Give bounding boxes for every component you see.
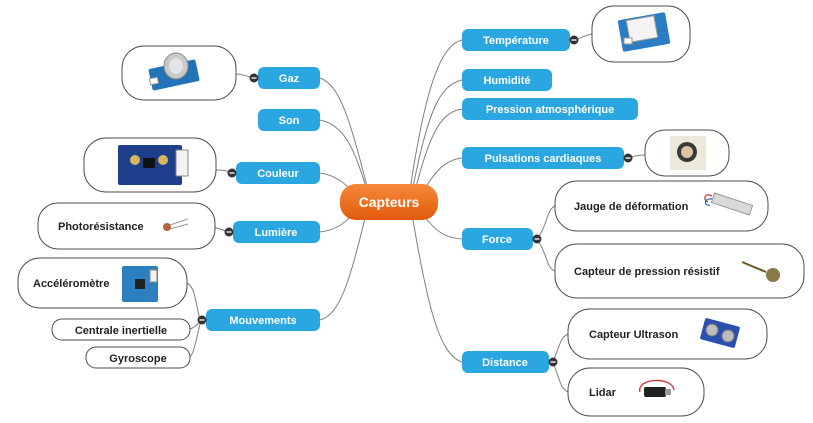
branch-temperature[interactable]: Température (462, 29, 570, 51)
sub-card-capteur-ultrason[interactable]: Capteur Ultrason (567, 308, 768, 360)
accelerometer-board-icon (122, 266, 158, 302)
collapse-toggle-gaz[interactable] (249, 73, 259, 83)
load-cell-icon (704, 192, 754, 216)
sub-card-accelerometre[interactable]: Accéléromètre (17, 257, 188, 309)
branch-label: Son (279, 115, 300, 127)
branch-pulsations-cardiaques[interactable]: Pulsations cardiaques (462, 147, 624, 169)
sub-item-label: Capteur Ultrason (589, 329, 679, 341)
central-label: Capteurs (359, 194, 420, 210)
branch-distance[interactable]: Distance (462, 351, 549, 373)
image-card-gaz[interactable] (121, 45, 237, 101)
branch-lumiere[interactable]: Lumière (233, 221, 320, 243)
branch-label: Lumière (255, 227, 298, 239)
temperature-humidity-sensor-board-icon (617, 12, 671, 52)
sub-item-label: Centrale inertielle (75, 325, 167, 337)
branch-label: Couleur (257, 168, 299, 180)
collapse-toggle-lumiere[interactable] (224, 227, 234, 237)
image-card-couleur[interactable] (83, 137, 217, 193)
ultrasonic-sensor-icon (700, 318, 740, 348)
force-sensitive-resistor-icon (741, 261, 780, 282)
sub-card-centrale-inertielle[interactable]: Centrale inertielle (51, 318, 191, 341)
branch-humidite[interactable]: Humidité (462, 69, 552, 91)
pulse-sensor-icon (670, 136, 706, 170)
branch-force[interactable]: Force (462, 228, 533, 250)
branch-mouvements[interactable]: Mouvements (206, 309, 320, 331)
sub-item-label: Lidar (589, 387, 617, 399)
branch-pression-atmospherique[interactable]: Pression atmosphérique (462, 98, 638, 120)
sub-card-capteur-pression-resistif[interactable]: Capteur de pression résistif (554, 243, 805, 299)
sub-card-lidar[interactable]: Lidar (567, 367, 705, 417)
branch-son[interactable]: Son (258, 109, 320, 131)
branch-label: Humidité (483, 75, 530, 87)
image-card-pulsations[interactable] (644, 129, 730, 177)
sub-item-label: Gyroscope (109, 353, 166, 365)
gas-sensor-board-icon (148, 52, 200, 91)
image-card-temperature[interactable] (591, 5, 691, 63)
collapse-toggle-pulsations[interactable] (623, 153, 633, 163)
color-sensor-board-icon (118, 145, 189, 185)
sub-item-label: Accéléromètre (33, 278, 109, 290)
photoresistor-icon (163, 218, 189, 231)
collapse-toggle-temperature[interactable] (569, 35, 579, 45)
sub-item-label: Photorésistance (58, 221, 144, 233)
branch-gaz[interactable]: Gaz (258, 67, 320, 89)
branch-label: Distance (482, 357, 528, 369)
collapse-toggle-distance[interactable] (548, 357, 558, 367)
sub-card-photoresistance[interactable]: Photorésistance (37, 202, 216, 250)
branch-couleur[interactable]: Couleur (236, 162, 320, 184)
collapse-toggle-couleur[interactable] (227, 168, 237, 178)
branch-label: Gaz (279, 73, 300, 85)
branch-label: Pulsations cardiaques (485, 153, 602, 165)
lidar-module-icon (639, 379, 675, 397)
collapse-toggle-mouvements[interactable] (197, 315, 207, 325)
branch-label: Température (483, 35, 549, 47)
branch-label: Mouvements (229, 315, 296, 327)
sub-card-jauge-deformation[interactable]: Jauge de déformation (554, 180, 769, 232)
sub-card-gyroscope[interactable]: Gyroscope (85, 346, 191, 369)
branch-label: Pression atmosphérique (486, 104, 614, 116)
sub-item-label: Capteur de pression résistif (574, 266, 720, 278)
central-node[interactable]: Capteurs (340, 184, 438, 220)
sub-item-label: Jauge de déformation (574, 201, 689, 213)
branch-label: Force (482, 234, 512, 246)
collapse-toggle-force[interactable] (532, 234, 542, 244)
